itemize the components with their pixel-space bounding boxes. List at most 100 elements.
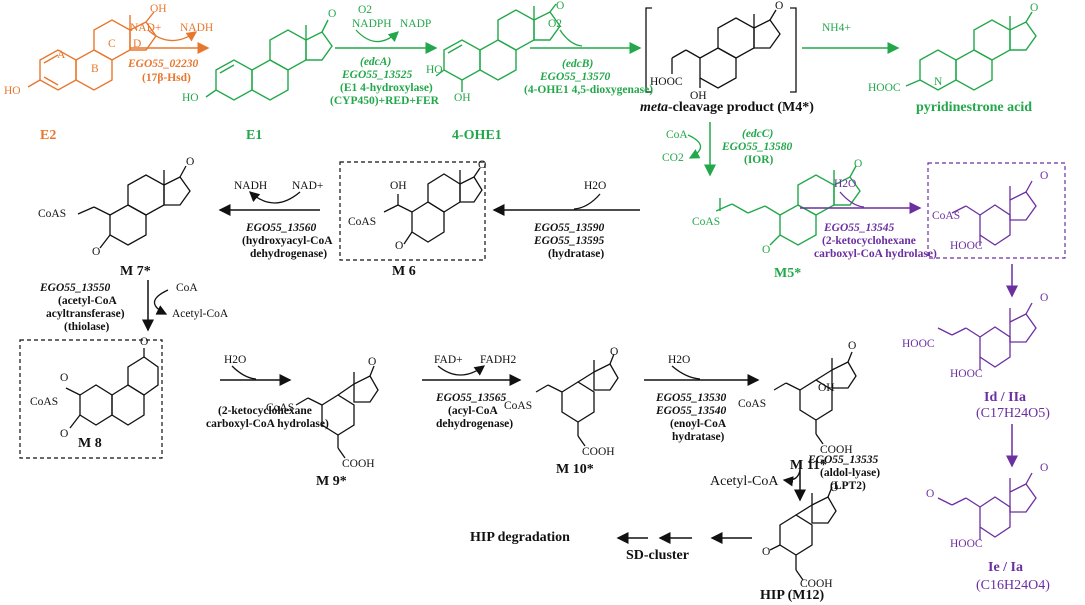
cofactor-nadph: NADPH <box>352 18 392 30</box>
cofactor-h2o-m6: H2O <box>584 180 607 192</box>
m4-hooc-group: HOOC <box>650 76 683 88</box>
enzyme-ech-name1: (enoyl-CoA <box>670 418 727 430</box>
hip-o-group: O <box>830 482 839 494</box>
m6-coas-group: CoAS <box>348 216 377 228</box>
enzyme-ech-name2: hydratase) <box>672 431 725 443</box>
cofactor-o2-e1: O2 <box>358 4 373 16</box>
e2-oh-group: OH <box>150 3 167 15</box>
purple-hooc-group: HOOC <box>950 240 983 252</box>
compound-pyridinestrone-acid: pyridinestrone acid <box>916 100 1033 115</box>
curve-nad-e2 <box>147 29 198 42</box>
compound-m4: meta-cleavage product (M4*) <box>640 100 814 115</box>
compound-m7: M 7* <box>120 264 151 279</box>
curve-coa-m8 <box>153 289 169 315</box>
ie-o-group: O <box>1040 462 1049 474</box>
ring-label-d: D <box>133 38 142 50</box>
cofactor-fadh2: FADH2 <box>480 354 517 366</box>
m4-structure <box>645 7 797 93</box>
cofactor-h2o-m11: H2O <box>668 354 691 366</box>
id-o-group: O <box>1040 292 1049 304</box>
purple-coas-group: CoAS <box>932 210 961 222</box>
compound-m11: M 11* <box>790 458 827 473</box>
enzyme-acd-name2: dehydrogenase) <box>436 418 514 430</box>
m7-structure <box>77 165 191 249</box>
cofactor-acetyl-coa-hip: Acetyl-CoA <box>710 474 779 489</box>
m8-o-group-2: O <box>60 372 69 384</box>
m8-o-group: O <box>140 336 149 348</box>
ohe1-oh-group: OH <box>454 92 471 104</box>
m6-o-group: O <box>478 159 487 171</box>
compound-e2: E2 <box>40 128 57 143</box>
compound-m5: M5* <box>774 266 802 281</box>
ie-hooc-group: HOOC <box>950 538 983 550</box>
compound-m6: M 6 <box>392 264 416 279</box>
enzyme-e2-name: (17β-Hsd) <box>142 72 191 84</box>
curve-h2o-purple <box>839 191 865 208</box>
m11-oh-group: OH <box>818 382 835 394</box>
m10-cooh-group: COOH <box>582 446 615 458</box>
enzyme-purple-name2: carboxyl-CoA hydrolase) <box>814 248 937 260</box>
ie-o-group-2: O <box>926 488 935 500</box>
enzyme-hydratase-gene2: EGO55_13595 <box>534 235 605 247</box>
enzyme-thiolase-gene: EGO55_13550 <box>40 282 111 294</box>
enzyme-e1-gene-sym: (edcA) <box>360 56 392 68</box>
m5-o-group: O <box>854 158 863 170</box>
curve-h2o-m9 <box>231 365 257 380</box>
enzyme-hydratase-name: (hydratase) <box>548 248 605 260</box>
enzyme-purple-name1: (2-ketocyclohexane <box>822 235 916 247</box>
cofactor-nadh-m7: NADH <box>234 180 268 192</box>
cofactor-o2-ohe1: O2 <box>548 18 563 30</box>
enzyme-e1-gene: EGO55_13525 <box>342 69 413 81</box>
m4-o-group: O <box>775 0 784 12</box>
m5-o-group-2: O <box>762 244 771 256</box>
pyridinestrone-n-group: N <box>934 76 943 88</box>
enzyme-ech-gene2: EGO55_13540 <box>656 405 727 417</box>
m10-o-group: O <box>610 346 619 358</box>
m8-box <box>19 339 163 459</box>
compound-hip-m12: HIP (M12) <box>760 588 825 603</box>
e1-ho-group: HO <box>182 92 199 104</box>
ring-label-c: C <box>108 38 116 50</box>
cofactor-nad-plus-e2: NAD+ <box>130 22 162 34</box>
m6-structure <box>383 167 483 245</box>
enzyme-thiolase-name2: acyltransferase) <box>46 308 125 320</box>
ie-ia-structure <box>937 472 1037 540</box>
hip-o-group-2: O <box>762 546 771 558</box>
m4-oh-group: OH <box>690 90 707 102</box>
compound-m8: M 8 <box>78 436 102 451</box>
enzyme-thiolase-name3: (thiolase) <box>64 321 110 333</box>
cofactor-coa-m5: CoA <box>666 129 688 141</box>
enzyme-m4-gene-sym: (edcC) <box>742 128 774 140</box>
hip-structure <box>769 486 837 581</box>
m7-o-group-2: O <box>92 246 101 258</box>
ohe1-o-group: O <box>556 0 565 12</box>
e1-o-group: O <box>328 8 337 20</box>
enzyme-hydratase-gene1: EGO55_13590 <box>534 222 605 234</box>
m11-structure <box>773 351 857 445</box>
id-hooc-group: HOOC <box>902 338 935 350</box>
enzyme-e1-name1: (E1 4-hydroxylase) <box>340 82 433 94</box>
ring-label-b: B <box>91 63 99 75</box>
m8-o-group-3: O <box>60 428 69 440</box>
ohe1-structure <box>435 3 561 92</box>
enzyme-aldol-name2: (LPT2) <box>830 480 866 492</box>
m9-structure <box>295 365 379 459</box>
compound-id-iia: Id / IIa <box>984 390 1027 405</box>
label-sd-cluster: SD-cluster <box>626 548 689 563</box>
compound-m10: M 10* <box>556 462 594 477</box>
enzyme-ohe1-gene: EGO55_13570 <box>540 71 611 83</box>
enzyme-ohe1-gene-sym: (edcB) <box>562 58 594 70</box>
purple-box <box>927 162 1066 259</box>
cofactor-nh4: NH4+ <box>822 22 851 34</box>
enzyme-hadh-gene: EGO55_13560 <box>246 222 317 234</box>
enzyme-e2-gene: EGO55_02230 <box>128 58 199 70</box>
compound-e1: E1 <box>246 128 263 143</box>
enzyme-hadh-name2: dehydrogenase) <box>250 248 328 260</box>
curve-nadph <box>355 29 399 43</box>
formula-ie-ia: (C16H24O4) <box>976 578 1050 593</box>
compound-m9: M 9* <box>316 474 347 489</box>
enzyme-hydrolase-m8-name2: carboxyl-CoA hydrolase) <box>206 418 329 430</box>
enzyme-hydrolase-m8-name1: (2-ketocyclohexane <box>218 405 312 417</box>
enzyme-ohe1-name: (4-OHE1 4,5-dioxygenase) <box>524 84 654 96</box>
m7-o-group: O <box>186 156 195 168</box>
